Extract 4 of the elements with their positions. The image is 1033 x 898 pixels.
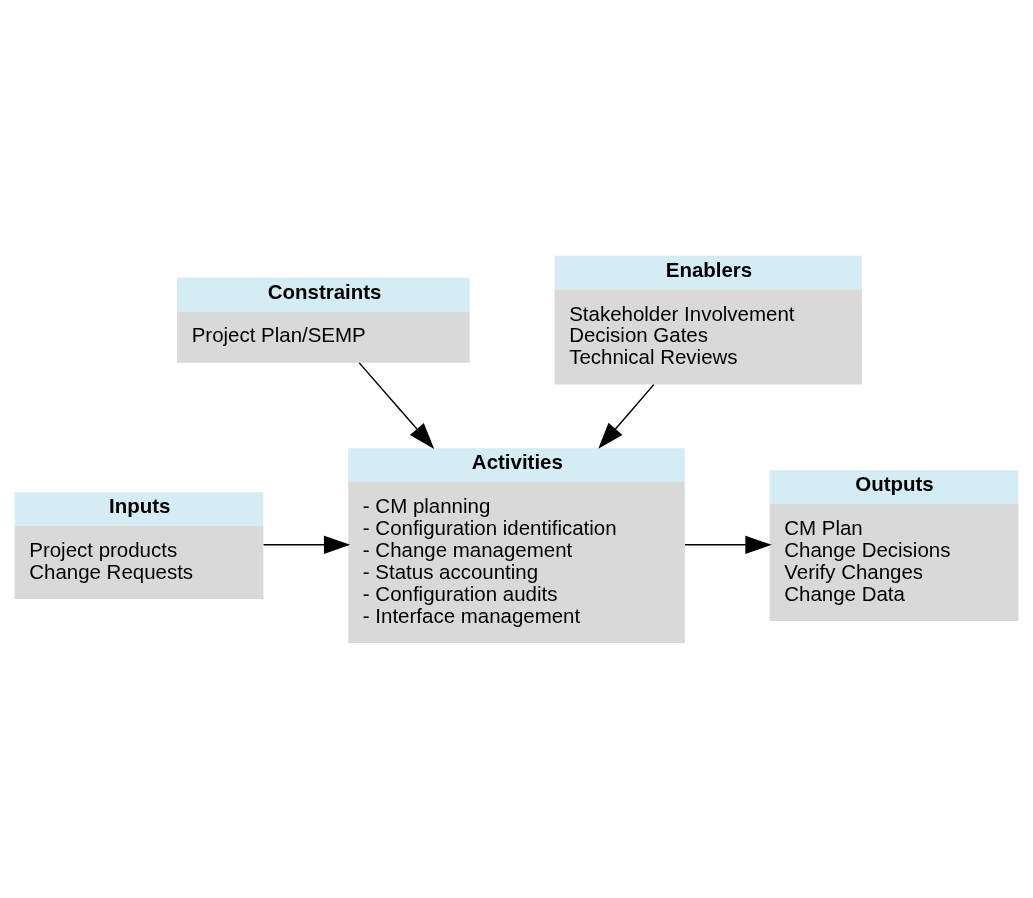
arrow — [262, 535, 351, 555]
arrow — [598, 383, 655, 449]
arrow — [684, 535, 772, 555]
arrow — [358, 362, 435, 449]
